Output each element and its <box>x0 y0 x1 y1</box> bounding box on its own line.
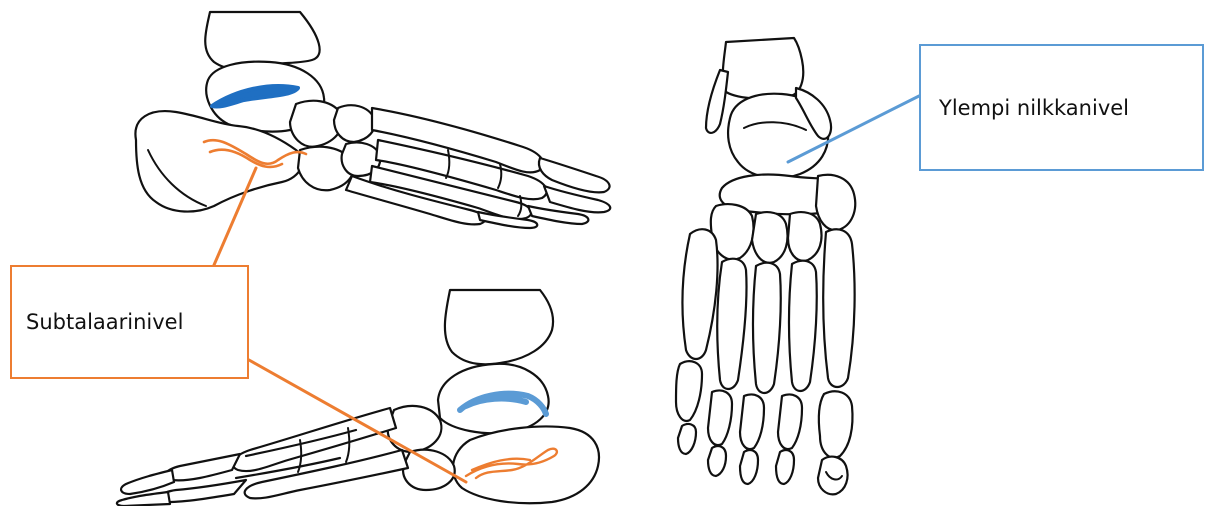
foot-top-view <box>676 38 855 494</box>
foot-side-view-top <box>135 12 610 228</box>
subtalar-joint-label: Subtalaarinivel <box>10 265 249 379</box>
upper-ankle-joint-label: Ylempi nilkkanivel <box>919 44 1204 171</box>
upper-ankle-joint-label-text: Ylempi nilkkanivel <box>939 96 1129 120</box>
subtalar-joint-label-text: Subtalaarinivel <box>26 310 183 334</box>
